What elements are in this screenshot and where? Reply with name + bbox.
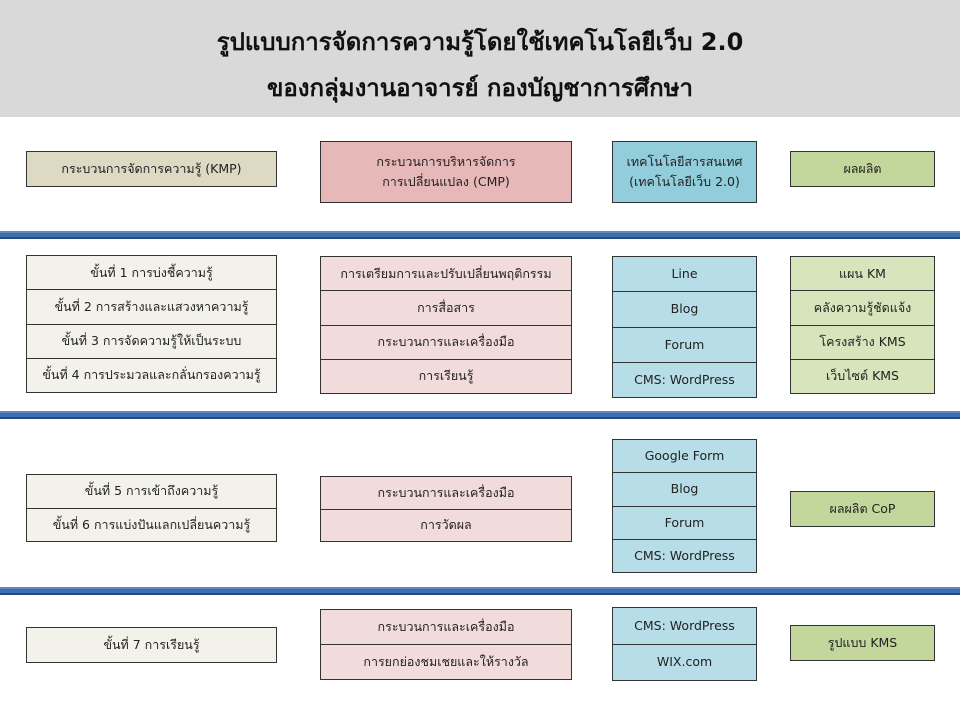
- section3-ict-item: WIX.com: [613, 643, 756, 681]
- section1-output-item: คลังความรู้ชัดแจ้ง: [791, 290, 934, 324]
- headers-output-item: ผลผลิต: [843, 161, 882, 176]
- section2-cmp-item: กระบวนการและเครื่องมือ: [377, 484, 515, 500]
- divider-3: [0, 587, 960, 595]
- section2-ict-item: Forum: [613, 505, 756, 539]
- section1-cmp-item: การสื่อสาร: [321, 290, 571, 324]
- section1-ict-item: Line: [671, 266, 698, 282]
- section3-output-box: รูปแบบ KMS: [790, 625, 935, 661]
- section1-kmp-item: ขั้นที่ 2 การสร้างและแสวงหาความรู้: [27, 289, 276, 323]
- section1-cmp-item: การเรียนรู้: [321, 358, 571, 393]
- section2-ict-item: CMS: WordPress: [613, 538, 756, 572]
- section1-kmp-item: ขั้นที่ 3 การจัดความรู้ให้เป็นระบบ: [27, 323, 276, 358]
- section2-output-item: ผลผลิต CoP: [829, 501, 896, 516]
- section2-cmp-box: กระบวนการและเครื่องมือการวัดผล: [320, 476, 572, 542]
- section1-cmp-item: กระบวนการและเครื่องมือ: [321, 324, 571, 359]
- title-line-2: ของกลุ่มงานอาจารย์ กองบัญชาการศึกษา: [266, 74, 693, 102]
- section1-cmp-box: การเตรียมการและปรับเปลี่ยนพฤติกรรมการสื่…: [320, 256, 572, 394]
- headers-cmp-box: กระบวนการบริหารจัดการ การเปลี่ยนแปลง (CM…: [320, 141, 572, 203]
- headers-kmp-box: กระบวนการจัดการความรู้ (KMP): [26, 151, 277, 187]
- section1-cmp-item: การเตรียมการและปรับเปลี่ยนพฤติกรรม: [340, 265, 552, 281]
- section3-cmp-box: กระบวนการและเครื่องมือการยกย่องชมเชยและใ…: [320, 609, 572, 680]
- section2-kmp-item: ขั้นที่ 5 การเข้าถึงความรู้: [84, 483, 219, 499]
- headers-kmp-item: กระบวนการจัดการความรู้ (KMP): [61, 161, 242, 176]
- section1-ict-item: Forum: [613, 326, 756, 362]
- section1-kmp-item: ขั้นที่ 4 การประมวลและกลั่นกรองความรู้: [27, 357, 276, 392]
- section2-kmp-item: ขั้นที่ 6 การแบ่งปันแลกเปลี่ยนความรู้: [27, 507, 276, 542]
- section1-output-item: แผน KM: [839, 265, 886, 281]
- section1-kmp-item: ขั้นที่ 1 การบ่งชี้ความรู้: [90, 264, 213, 280]
- section1-ict-item: Blog: [613, 291, 756, 326]
- section3-kmp-box: ขั้นที่ 7 การเรียนรู้: [26, 627, 277, 663]
- title-band: รูปแบบการจัดการความรู้โดยใช้เทคโนโลยีเว็…: [0, 0, 960, 117]
- section2-ict-item: Google Form: [644, 448, 725, 464]
- divider-2: [0, 411, 960, 419]
- section3-output-item: รูปแบบ KMS: [827, 635, 898, 650]
- title-line-1: รูปแบบการจัดการความรู้โดยใช้เทคโนโลยีเว็…: [216, 28, 744, 56]
- section2-cmp-item: การวัดผล: [321, 508, 571, 542]
- headers-output-box: ผลผลิต: [790, 151, 935, 187]
- divider-1: [0, 231, 960, 239]
- section3-cmp-item: การยกย่องชมเชยและให้รางวัล: [321, 644, 571, 679]
- section2-ict-item: Blog: [613, 472, 756, 505]
- section1-output-item: โครงสร้าง KMS: [791, 324, 934, 359]
- headers-ict-box: เทคโนโลยีสารสนเทศ (เทคโนโลยีเว็บ 2.0): [612, 141, 757, 203]
- section3-kmp-item: ขั้นที่ 7 การเรียนรู้: [103, 637, 200, 652]
- section2-kmp-box: ขั้นที่ 5 การเข้าถึงความรู้ขั้นที่ 6 การ…: [26, 474, 277, 542]
- headers-ict-item: เทคโนโลยีสารสนเทศ (เทคโนโลยีเว็บ 2.0): [626, 154, 743, 189]
- section1-output-item: เว็บไซต์ KMS: [791, 358, 934, 393]
- headers-cmp-item: กระบวนการบริหารจัดการ การเปลี่ยนแปลง (CM…: [376, 154, 516, 189]
- section1-ict-item: CMS: WordPress: [613, 361, 756, 397]
- section2-output-box: ผลผลิต CoP: [790, 491, 935, 527]
- section3-cmp-item: กระบวนการและเครื่องมือ: [377, 619, 515, 634]
- section3-ict-item: CMS: WordPress: [634, 617, 735, 633]
- section1-kmp-box: ขั้นที่ 1 การบ่งชี้ความรู้ขั้นที่ 2 การส…: [26, 255, 277, 393]
